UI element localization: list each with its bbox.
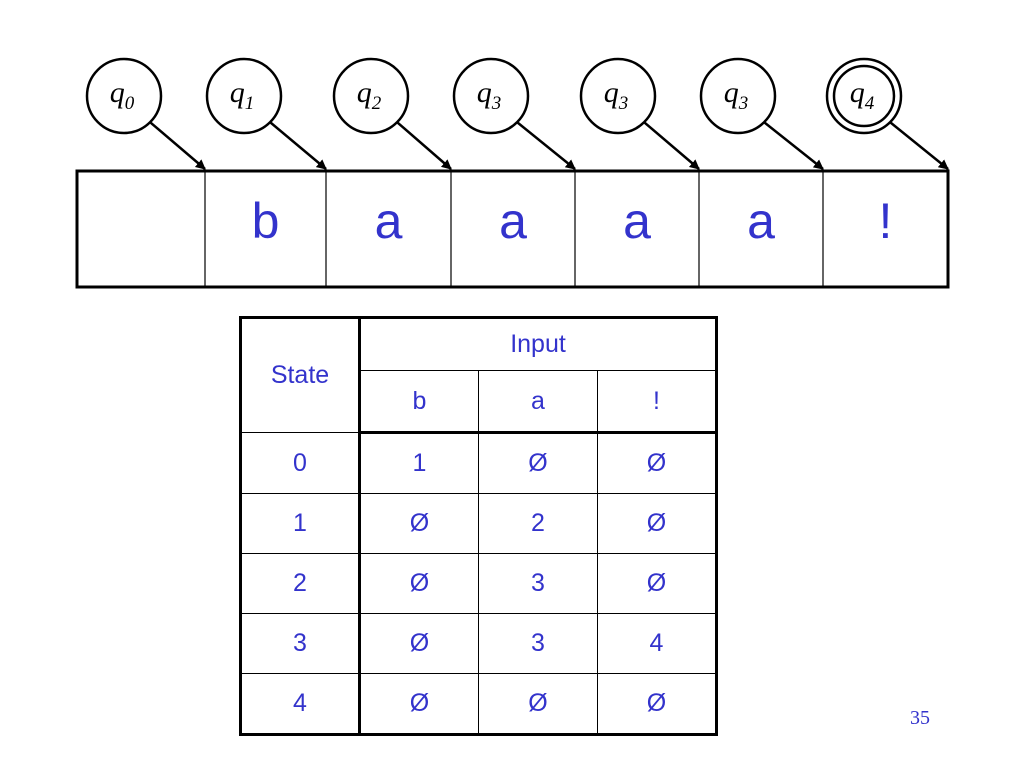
transition-cell: 1 <box>359 432 479 494</box>
head-position-arrow <box>763 121 824 170</box>
state-subscript: 3 <box>618 93 629 114</box>
state-circle <box>579 57 657 135</box>
transition-cell: Ø <box>597 673 717 735</box>
transition-cell: 3 <box>478 553 598 614</box>
state-cell: 2 <box>240 553 361 614</box>
transition-cell: Ø <box>597 432 717 494</box>
transition-cell: 2 <box>478 493 598 554</box>
transition-cell: Ø <box>359 553 479 614</box>
state-node: q4 <box>825 57 949 170</box>
state-subscript: 4 <box>865 93 875 114</box>
tape-symbol: a <box>747 193 775 249</box>
state-circle <box>825 57 903 135</box>
transition-cell: Ø <box>478 673 598 735</box>
state-circle <box>205 57 283 135</box>
input-symbol-header: a <box>478 370 598 434</box>
tape-symbol: a <box>375 193 403 249</box>
head-position-arrow <box>396 121 452 170</box>
input-column-header: Input <box>359 317 717 371</box>
transition-cell: 3 <box>478 613 598 674</box>
head-position-arrow <box>889 121 949 170</box>
tape-border <box>75 169 950 289</box>
state-node: q3 <box>452 57 576 170</box>
accept-state-ring <box>832 64 896 128</box>
state-node: q3 <box>699 57 824 170</box>
state-cell: 4 <box>240 673 361 735</box>
tape-symbol: ! <box>879 193 893 249</box>
head-position-arrow <box>516 121 576 170</box>
state-node: q2 <box>332 57 452 170</box>
transition-cell: Ø <box>359 673 479 735</box>
state-cell: 0 <box>240 432 361 494</box>
transition-cell: 4 <box>597 613 717 674</box>
tape-symbol: a <box>499 193 527 249</box>
state-subscript: 2 <box>372 93 382 114</box>
state-circle <box>452 57 530 135</box>
state-node: q1 <box>205 57 327 170</box>
transition-cell: Ø <box>597 553 717 614</box>
input-tape: b a a a a! <box>75 169 950 289</box>
state-circle <box>699 57 777 135</box>
input-symbol-header: b <box>359 370 479 434</box>
state-node: q3 <box>579 57 700 170</box>
tape-symbol: a <box>623 193 651 249</box>
state-circle <box>332 57 410 135</box>
input-symbol-header: ! <box>597 370 717 434</box>
state-column-header: State <box>240 317 361 433</box>
state-subscript: 1 <box>245 93 255 114</box>
transition-cell: Ø <box>478 432 598 494</box>
head-position-arrow <box>643 121 700 170</box>
page-number: 35 <box>910 707 930 729</box>
tape-symbol: b <box>252 193 280 249</box>
state-circle <box>85 57 163 135</box>
transition-cell: Ø <box>359 493 479 554</box>
state-cell: 3 <box>240 613 361 674</box>
transition-cell: Ø <box>597 493 717 554</box>
state-node: q0 <box>85 57 206 170</box>
state-subscript: 0 <box>125 93 135 114</box>
state-cell: 1 <box>240 493 361 554</box>
state-subscript: 3 <box>738 93 749 114</box>
transition-cell: Ø <box>359 613 479 674</box>
state-subscript: 3 <box>491 93 502 114</box>
head-position-arrow <box>149 121 206 170</box>
head-position-arrow <box>269 121 327 170</box>
